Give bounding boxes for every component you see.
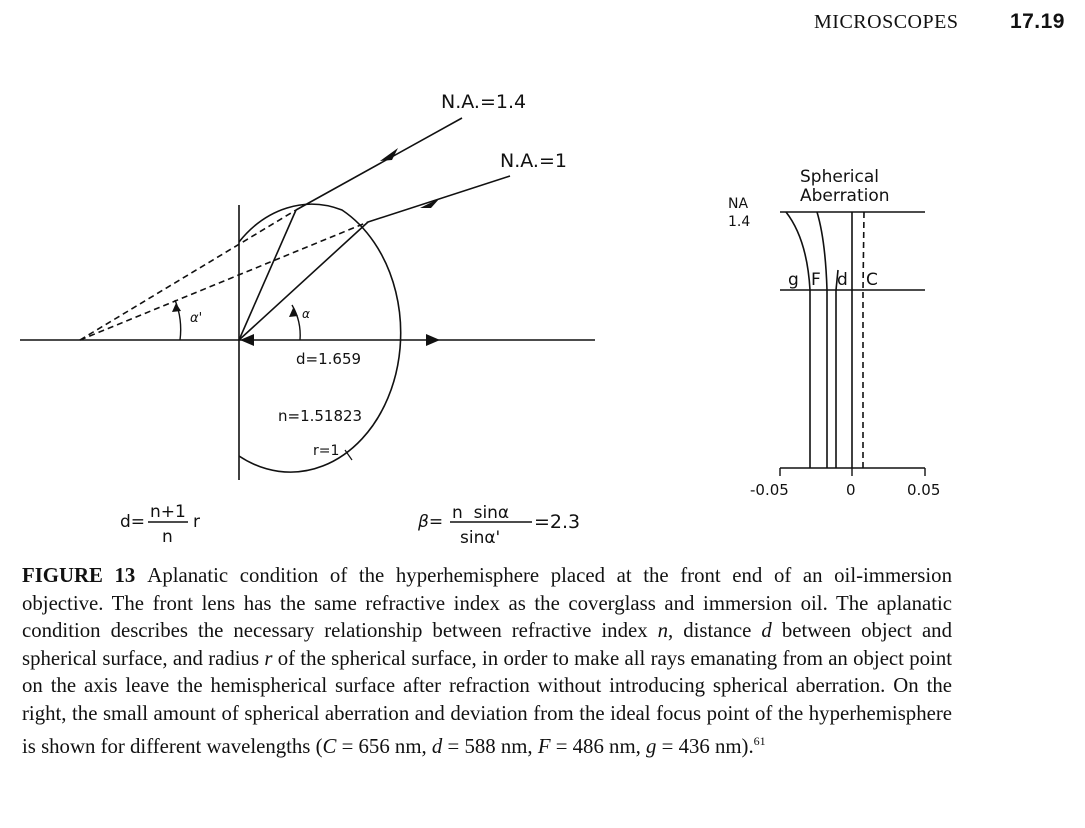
formula-beta-denominator: sinα' bbox=[460, 528, 500, 548]
formula-d: d= n+1 n r bbox=[120, 502, 200, 547]
d-arrow-right bbox=[426, 334, 440, 346]
x-tick-label-zero: 0 bbox=[846, 481, 856, 499]
curve-label-d: d bbox=[837, 270, 848, 290]
caption-var-r: r bbox=[264, 646, 273, 670]
x-tick-label-pos: 0.05 bbox=[907, 481, 940, 499]
ray-label-na-1-4: N.A.=1.4 bbox=[441, 91, 526, 113]
formula-d-denominator: n bbox=[162, 527, 173, 547]
spherical-aberration-plot: Spherical Aberration NA 1.4 -0.05 0 0.05… bbox=[728, 167, 940, 499]
caption-text-7: = 486 nm, bbox=[550, 734, 647, 758]
ray-arrow-2 bbox=[420, 198, 440, 208]
formula-beta-rhs: =2.3 bbox=[534, 511, 580, 533]
caption-text-4: of the spherical surface, in order to ma… bbox=[22, 646, 952, 758]
formula-beta-lhs: β= bbox=[417, 512, 443, 532]
curve-C-inner bbox=[835, 269, 839, 468]
figure-13: N.A.=1.4 N.A.=1 α' α d=1.659 n=1.51823 r… bbox=[20, 91, 940, 548]
caption-reference: 61 bbox=[753, 733, 766, 748]
caption-text-3: between object and spherical surface, an… bbox=[22, 619, 952, 670]
distance-label: d=1.659 bbox=[296, 350, 361, 368]
y-label-value: 1.4 bbox=[728, 214, 750, 230]
formula-d-rhs: r bbox=[193, 512, 200, 532]
ray-inside-2 bbox=[238, 221, 369, 341]
index-label: n=1.51823 bbox=[278, 407, 362, 425]
formula-d-lhs: d= bbox=[120, 512, 145, 532]
y-label-na: NA bbox=[728, 196, 748, 212]
caption-text-6: = 588 nm, bbox=[442, 734, 538, 758]
plot-title-line2: Aberration bbox=[800, 186, 890, 206]
section-title: MICROSCOPES bbox=[814, 11, 959, 33]
formula-beta-numerator: n sinα bbox=[452, 503, 509, 523]
caption-text-8: = 436 nm). bbox=[656, 734, 754, 758]
angle-alpha-arc bbox=[291, 304, 301, 341]
caption-var-F: F bbox=[537, 734, 551, 758]
radius-leader bbox=[344, 449, 353, 461]
figure-label: FIGURE 13 bbox=[22, 564, 136, 587]
alpha-arrow bbox=[289, 308, 298, 317]
x-tick-label-neg: -0.05 bbox=[750, 481, 789, 499]
running-header: MICROSCOPES 17.19 bbox=[814, 10, 1065, 34]
curve-label-g: g bbox=[788, 270, 799, 290]
d-arrow-left bbox=[240, 334, 254, 346]
formula-d-numerator: n+1 bbox=[150, 502, 186, 522]
caption-var-n: n bbox=[657, 619, 669, 643]
hyperhemisphere-diagram bbox=[20, 117, 595, 480]
angle-alpha-prime-arc bbox=[174, 299, 182, 341]
angle-alpha-prime-label: α' bbox=[190, 311, 202, 326]
caption-text-1: Aplanatic condition of the hyperhemisphe… bbox=[22, 564, 952, 643]
curve-label-C: C bbox=[866, 270, 878, 290]
ray-label-na-1: N.A.=1 bbox=[500, 150, 567, 172]
caption-var-d2: d bbox=[431, 734, 443, 758]
curve-label-F: F bbox=[811, 270, 821, 290]
curve-F bbox=[816, 211, 828, 468]
page-number: 17.19 bbox=[1009, 10, 1065, 33]
curve-C bbox=[862, 211, 865, 468]
spherical-lens-surface bbox=[238, 203, 402, 473]
curve-g bbox=[785, 211, 811, 468]
ray-arrow-1 bbox=[380, 148, 398, 161]
virtual-ray-1 bbox=[79, 209, 297, 341]
caption-var-d: d bbox=[761, 619, 772, 643]
ray-outside-na-1-4 bbox=[295, 117, 463, 211]
caption-text-2: , distance bbox=[668, 619, 762, 643]
plot-title-line1: Spherical bbox=[800, 167, 879, 187]
angle-alpha-label: α bbox=[302, 307, 310, 321]
ray-inside-1 bbox=[238, 209, 297, 341]
alpha-prime-arrow bbox=[172, 303, 181, 312]
virtual-ray-2 bbox=[79, 221, 369, 341]
caption-var-C: C bbox=[322, 734, 337, 758]
radius-label: r=1 bbox=[313, 443, 339, 459]
caption-var-g: g bbox=[646, 734, 657, 758]
formula-beta: β= n sinα sinα' =2.3 bbox=[417, 503, 580, 548]
caption-text-5: = 656 nm, bbox=[336, 734, 432, 758]
